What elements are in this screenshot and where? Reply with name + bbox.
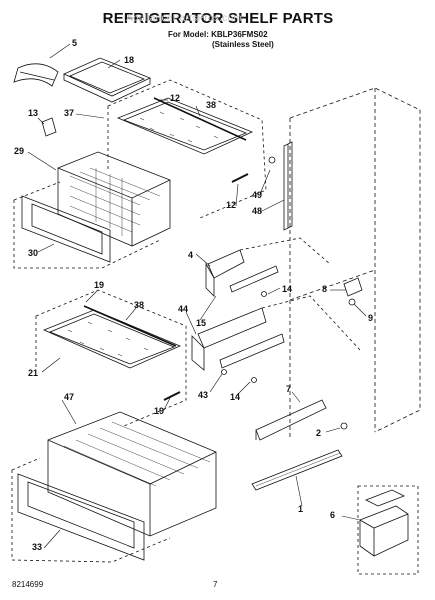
part-33-drawer-front <box>17 473 145 561</box>
lower-shelf-enclosure <box>35 289 187 427</box>
callout-19-lower: 19 <box>154 406 165 416</box>
part-2-screw <box>340 422 348 430</box>
callout-48: 48 <box>252 206 263 216</box>
callout-30: 30 <box>28 248 39 258</box>
page-title: REFRIGERATOR SHELF PARTS <box>102 10 334 27</box>
part-6-dairy-bin <box>359 489 409 557</box>
upper-shelf-enclosure <box>107 79 267 219</box>
callout-9: 9 <box>368 313 374 323</box>
callout-12-top: 12 <box>170 93 181 103</box>
model-line: For Model: KBLP36FMS02 <box>168 30 268 39</box>
part-44-bracket <box>191 307 285 371</box>
callout-12-lower: 12 <box>226 200 237 210</box>
finish-line: (Stainless Steel) <box>212 40 274 49</box>
part-19-rail-top <box>83 305 177 347</box>
watermark: AppliancePartsPros.com <box>126 13 243 24</box>
part-12-rail-top <box>153 97 247 141</box>
part-43-screw <box>221 369 227 375</box>
callout-49: 49 <box>252 190 263 200</box>
callout-14-upper: 14 <box>282 284 293 294</box>
callout-38-upper: 38 <box>206 100 217 110</box>
callout-21: 21 <box>28 368 39 378</box>
callout-29: 29 <box>14 146 25 156</box>
part-1-drawer-slide <box>251 449 343 491</box>
part-14-screw-upper <box>261 291 267 297</box>
callout-2: 2 <box>316 428 322 438</box>
callout-13: 13 <box>28 108 39 118</box>
leader-lines <box>27 43 367 549</box>
callout-7: 7 <box>286 384 292 394</box>
callout-44: 44 <box>178 304 189 314</box>
callout-33: 33 <box>32 542 43 552</box>
part-8-clip <box>343 277 363 297</box>
part-19-rail-lower <box>163 391 181 401</box>
bracket-44-dash <box>261 295 361 351</box>
part-49-screw <box>268 156 276 164</box>
callout-43: 43 <box>198 390 209 400</box>
callout-6: 6 <box>330 510 336 520</box>
callout-5: 5 <box>72 38 78 48</box>
part-14-screw-lower <box>251 377 257 383</box>
part-5-trim <box>13 63 59 87</box>
callout-14-lower: 14 <box>230 392 241 402</box>
part-18-glass-shelf <box>63 57 151 103</box>
part-29-basket <box>57 151 171 247</box>
part-12-rail-lower <box>231 173 249 183</box>
part-47-pan <box>47 411 217 537</box>
part-30-drawer-front <box>21 195 111 263</box>
pan-47-enclosure <box>11 457 171 563</box>
bracket-4-dash <box>239 237 331 265</box>
callout-15: 15 <box>196 318 207 328</box>
cabinet-outline <box>289 87 421 440</box>
callout-18: 18 <box>124 55 135 65</box>
footer-page-number: 7 <box>213 580 218 589</box>
callout-38-lower: 38 <box>134 300 145 310</box>
callout-37: 37 <box>64 108 75 118</box>
model-info: For Model: KBLP36FMS02 (Stainless Steel) <box>168 30 274 50</box>
part-4-bracket <box>205 249 279 297</box>
part-38-lower-glass-shelf <box>42 309 182 369</box>
callout-8: 8 <box>322 284 328 294</box>
part-9-screw <box>348 298 356 306</box>
part-13-plate <box>41 117 57 137</box>
part-48-bracket <box>283 141 293 231</box>
part-38-upper-glass-shelf <box>116 97 254 155</box>
part-7-slide-bracket <box>255 399 327 441</box>
footer-part-number: 8214699 <box>12 580 44 589</box>
callout-19-top: 19 <box>94 280 105 290</box>
callout-4: 4 <box>188 250 194 260</box>
callout-1: 1 <box>298 504 304 514</box>
callout-47: 47 <box>64 392 75 402</box>
